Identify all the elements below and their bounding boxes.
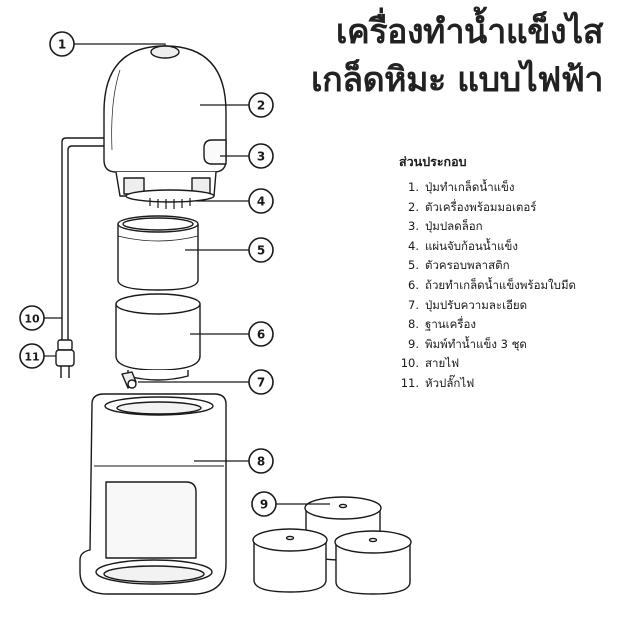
- part-label: ตัวครอบพลาสติก: [425, 258, 510, 273]
- callout-number-10: 10: [24, 313, 40, 326]
- part-number: 8.: [408, 317, 419, 332]
- part-label: พิมพ์ทำน้ำแข็ง 3 ชุด: [425, 336, 527, 351]
- callout-number-1: 1: [58, 38, 66, 52]
- motor-body: [103, 45, 227, 197]
- part-label: ปุ่มทำเกล็ดน้ำแข็ง: [425, 180, 515, 194]
- ice-cup: [115, 293, 201, 381]
- callout-circle-8: [248, 448, 274, 474]
- part-label: ปุ่มปลดล็อก: [425, 219, 483, 234]
- callout-number-2: 2: [257, 99, 265, 113]
- parts-list: ส่วนประกอบ 1. ปุ่มทำเกล็ดน้ำแข็ง 2. ตัวเคร…: [399, 152, 576, 394]
- parts-list-item: 5. ตัวครอบพลาสติก: [399, 256, 576, 276]
- callout-number-5: 5: [257, 244, 265, 258]
- callout-number-3: 3: [257, 150, 265, 164]
- title-line-2: เกล็ดหิมะ แบบไฟฟ้า: [311, 60, 603, 100]
- callout-circle-11: [19, 343, 45, 369]
- part-number: 11.: [400, 375, 419, 390]
- part-number: 7.: [408, 297, 419, 312]
- ice-button: [150, 45, 180, 59]
- plastic-cover: [117, 215, 199, 291]
- parts-list-item: 3. ปุ่มปลดล็อก: [399, 217, 576, 237]
- part-number: 1.: [408, 180, 419, 194]
- parts-list-item: 6. ถ้วยทำเกล็ดน้ำแข็งพร้อมใบมีด: [399, 276, 576, 296]
- part-label: แผ่นจับก้อนน้ำแข็ง: [425, 238, 518, 253]
- parts-list-item: 1. ปุ่มทำเกล็ดน้ำแข็ง: [399, 178, 576, 198]
- part-label: หัวปลั๊กไฟ: [425, 375, 475, 390]
- parts-list-item: 4. แผ่นจับก้อนน้ำแข็ง: [399, 237, 576, 257]
- parts-heading: ส่วนประกอบ: [399, 154, 467, 169]
- part-label: ฐานเครื่อง: [425, 317, 476, 332]
- parts-list-item: 9. พิมพ์ทำน้ำแข็ง 3 ชุด: [399, 335, 576, 355]
- parts-list-item: 10. สายไฟ: [399, 354, 576, 374]
- base-unit: [79, 393, 227, 595]
- part-number: 9.: [408, 336, 419, 351]
- callout-circle-10: [19, 305, 45, 331]
- part-label: สายไฟ: [425, 356, 460, 371]
- callout-number-11: 11: [24, 351, 39, 364]
- callout-circle-9: [251, 491, 277, 517]
- callout-circle-2: [248, 92, 274, 118]
- leader-lines: [44, 43, 330, 505]
- parts-list-item: 7. ปุ่มปรับความละเอียด: [399, 296, 576, 316]
- part-number: 10.: [400, 356, 419, 371]
- callout-circle-5: [248, 237, 274, 263]
- callout-number-8: 8: [257, 455, 265, 469]
- part-label: ปุ่มปรับความละเอียด: [425, 297, 528, 312]
- part-number: 4.: [408, 238, 419, 253]
- part-number: 2.: [408, 199, 419, 214]
- ice-mold-right: [334, 530, 412, 595]
- callout-number-7: 7: [257, 376, 265, 390]
- callout-circle-6: [248, 321, 274, 347]
- release-button: [203, 139, 227, 165]
- part-number: 6.: [408, 277, 419, 292]
- power-plug: [55, 339, 75, 378]
- callout-circle-7: [248, 369, 274, 395]
- part-label: ถ้วยทำเกล็ดน้ำแข็งพร้อมใบมีด: [425, 277, 577, 292]
- callout-number-4: 4: [257, 195, 265, 209]
- part-number: 5.: [408, 258, 419, 273]
- callout-number-6: 6: [257, 328, 265, 342]
- parts-list-item: 8. ฐานเครื่อง: [399, 315, 576, 335]
- ice-holder-plate: [125, 189, 215, 209]
- adjust-knob: [121, 371, 137, 389]
- callout-circle-3: [248, 143, 274, 169]
- part-label: ตัวเครื่องพร้อมมอเตอร์: [425, 199, 537, 214]
- ice-mold-left: [252, 528, 328, 593]
- parts-list-item: 11. หัวปลั๊กไฟ: [399, 374, 576, 394]
- parts-list-item: 2. ตัวเครื่องพร้อมมอเตอร์: [399, 198, 576, 218]
- callout-number-9: 9: [260, 498, 268, 512]
- power-cord: [61, 137, 104, 318]
- callout-circle-4: [248, 188, 274, 214]
- title-line-1: เครื่องทำน้ำแข็งไส: [335, 12, 604, 52]
- power-cord-lower: [61, 318, 69, 340]
- part-number: 3.: [408, 219, 419, 234]
- callout-circle-1: [49, 31, 75, 57]
